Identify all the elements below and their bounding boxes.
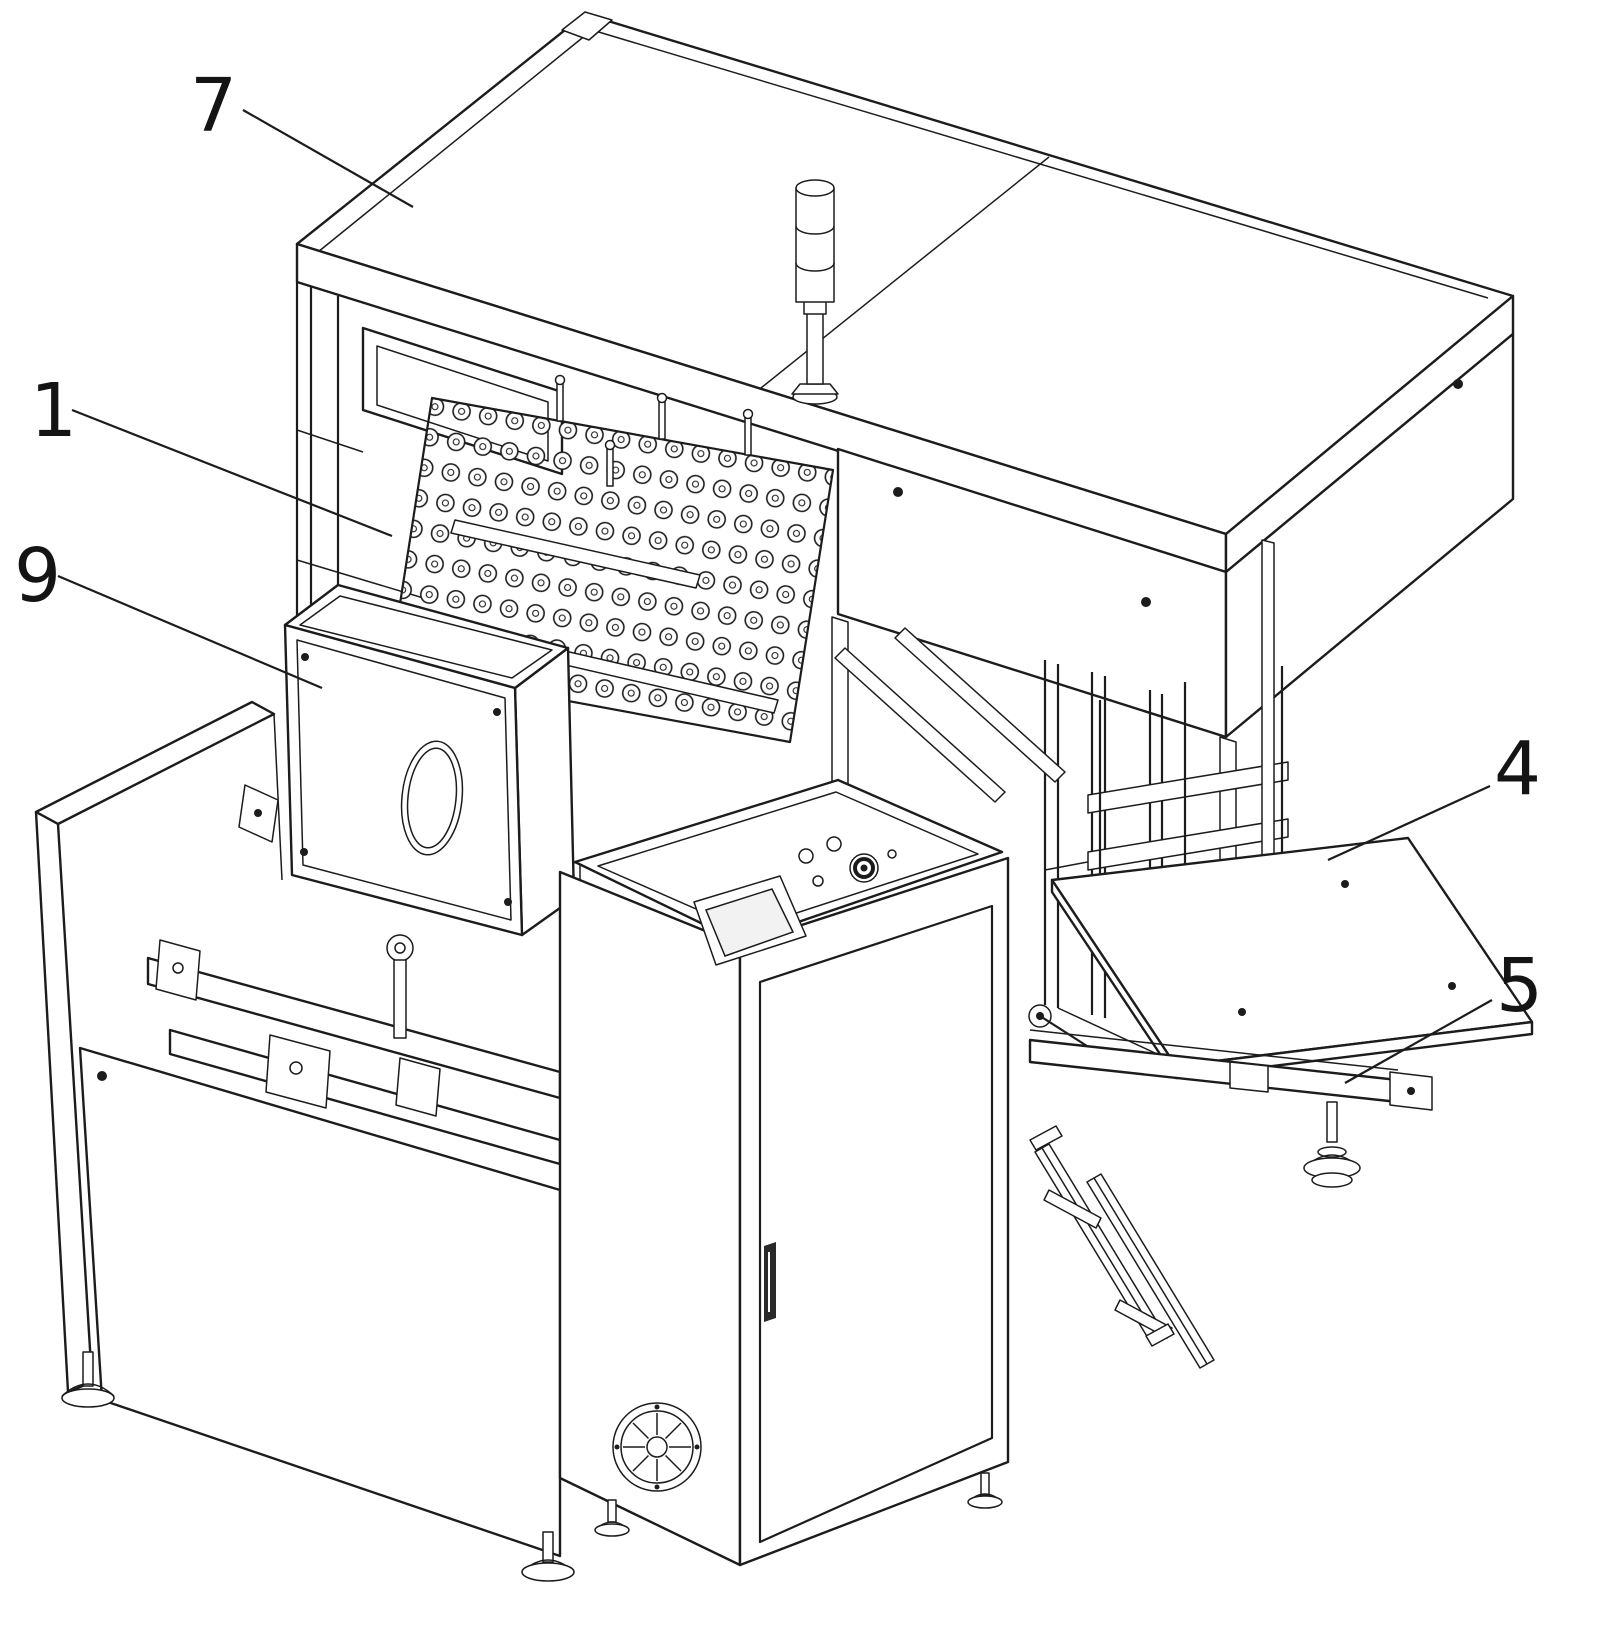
signal-tower-light [791,179,839,405]
cabinet-door-outline [758,904,994,1544]
base-front-panel [78,1046,562,1558]
leveling-foot [594,1499,630,1537]
cooling-fan [612,1402,702,1492]
lower-extrusion-rails [1029,1125,1215,1369]
leveling-foot [521,1531,575,1582]
cabinet-door-face [738,856,1010,1567]
push-button [798,848,814,864]
guide-rail [450,519,701,589]
key-switch [887,849,897,859]
hopper-chute [283,583,576,937]
ref-label-5: 5 [1496,943,1543,1029]
leader-line-9 [57,574,323,690]
ref-label-1: 1 [30,368,77,454]
canopy-corner-plate [561,11,613,41]
side-platform-plate [1050,836,1534,1080]
console-buttons [798,836,897,887]
stop-pins [554,374,754,487]
leveling-foot [61,1351,115,1408]
ref-label-9: 9 [14,533,61,619]
unload-frame-posts [1043,660,1164,1018]
hmi-screen [704,888,795,957]
leader-line-5 [1344,999,1493,1084]
output-rail [1028,1029,1433,1188]
diagonal-brace [834,647,1006,803]
canopy-side-apron [1224,332,1515,739]
push-button [826,836,842,852]
canopy-leg [831,616,849,793]
ref-label-4: 4 [1494,726,1541,812]
support-column [1261,539,1275,863]
reference-annotations: 7 1 9 4 5 [14,63,1543,1084]
console-panel [573,778,1004,944]
leveling-foot [967,1472,1003,1509]
leader-line-4 [1327,784,1491,862]
leveling-foot [1303,1101,1361,1188]
control-cabinet [558,778,1010,1567]
conveyor-beam [146,956,562,1100]
mid-support-structure [329,539,1289,1063]
push-button [812,875,824,887]
left-frame-body [34,700,575,1582]
ref-label-7: 7 [190,63,237,149]
leader-line-1 [71,408,393,538]
diagonal-brace [894,627,1066,783]
left-wall-top-rail [34,700,276,826]
leader-line-7 [242,109,414,208]
hopper-opening [400,740,464,856]
